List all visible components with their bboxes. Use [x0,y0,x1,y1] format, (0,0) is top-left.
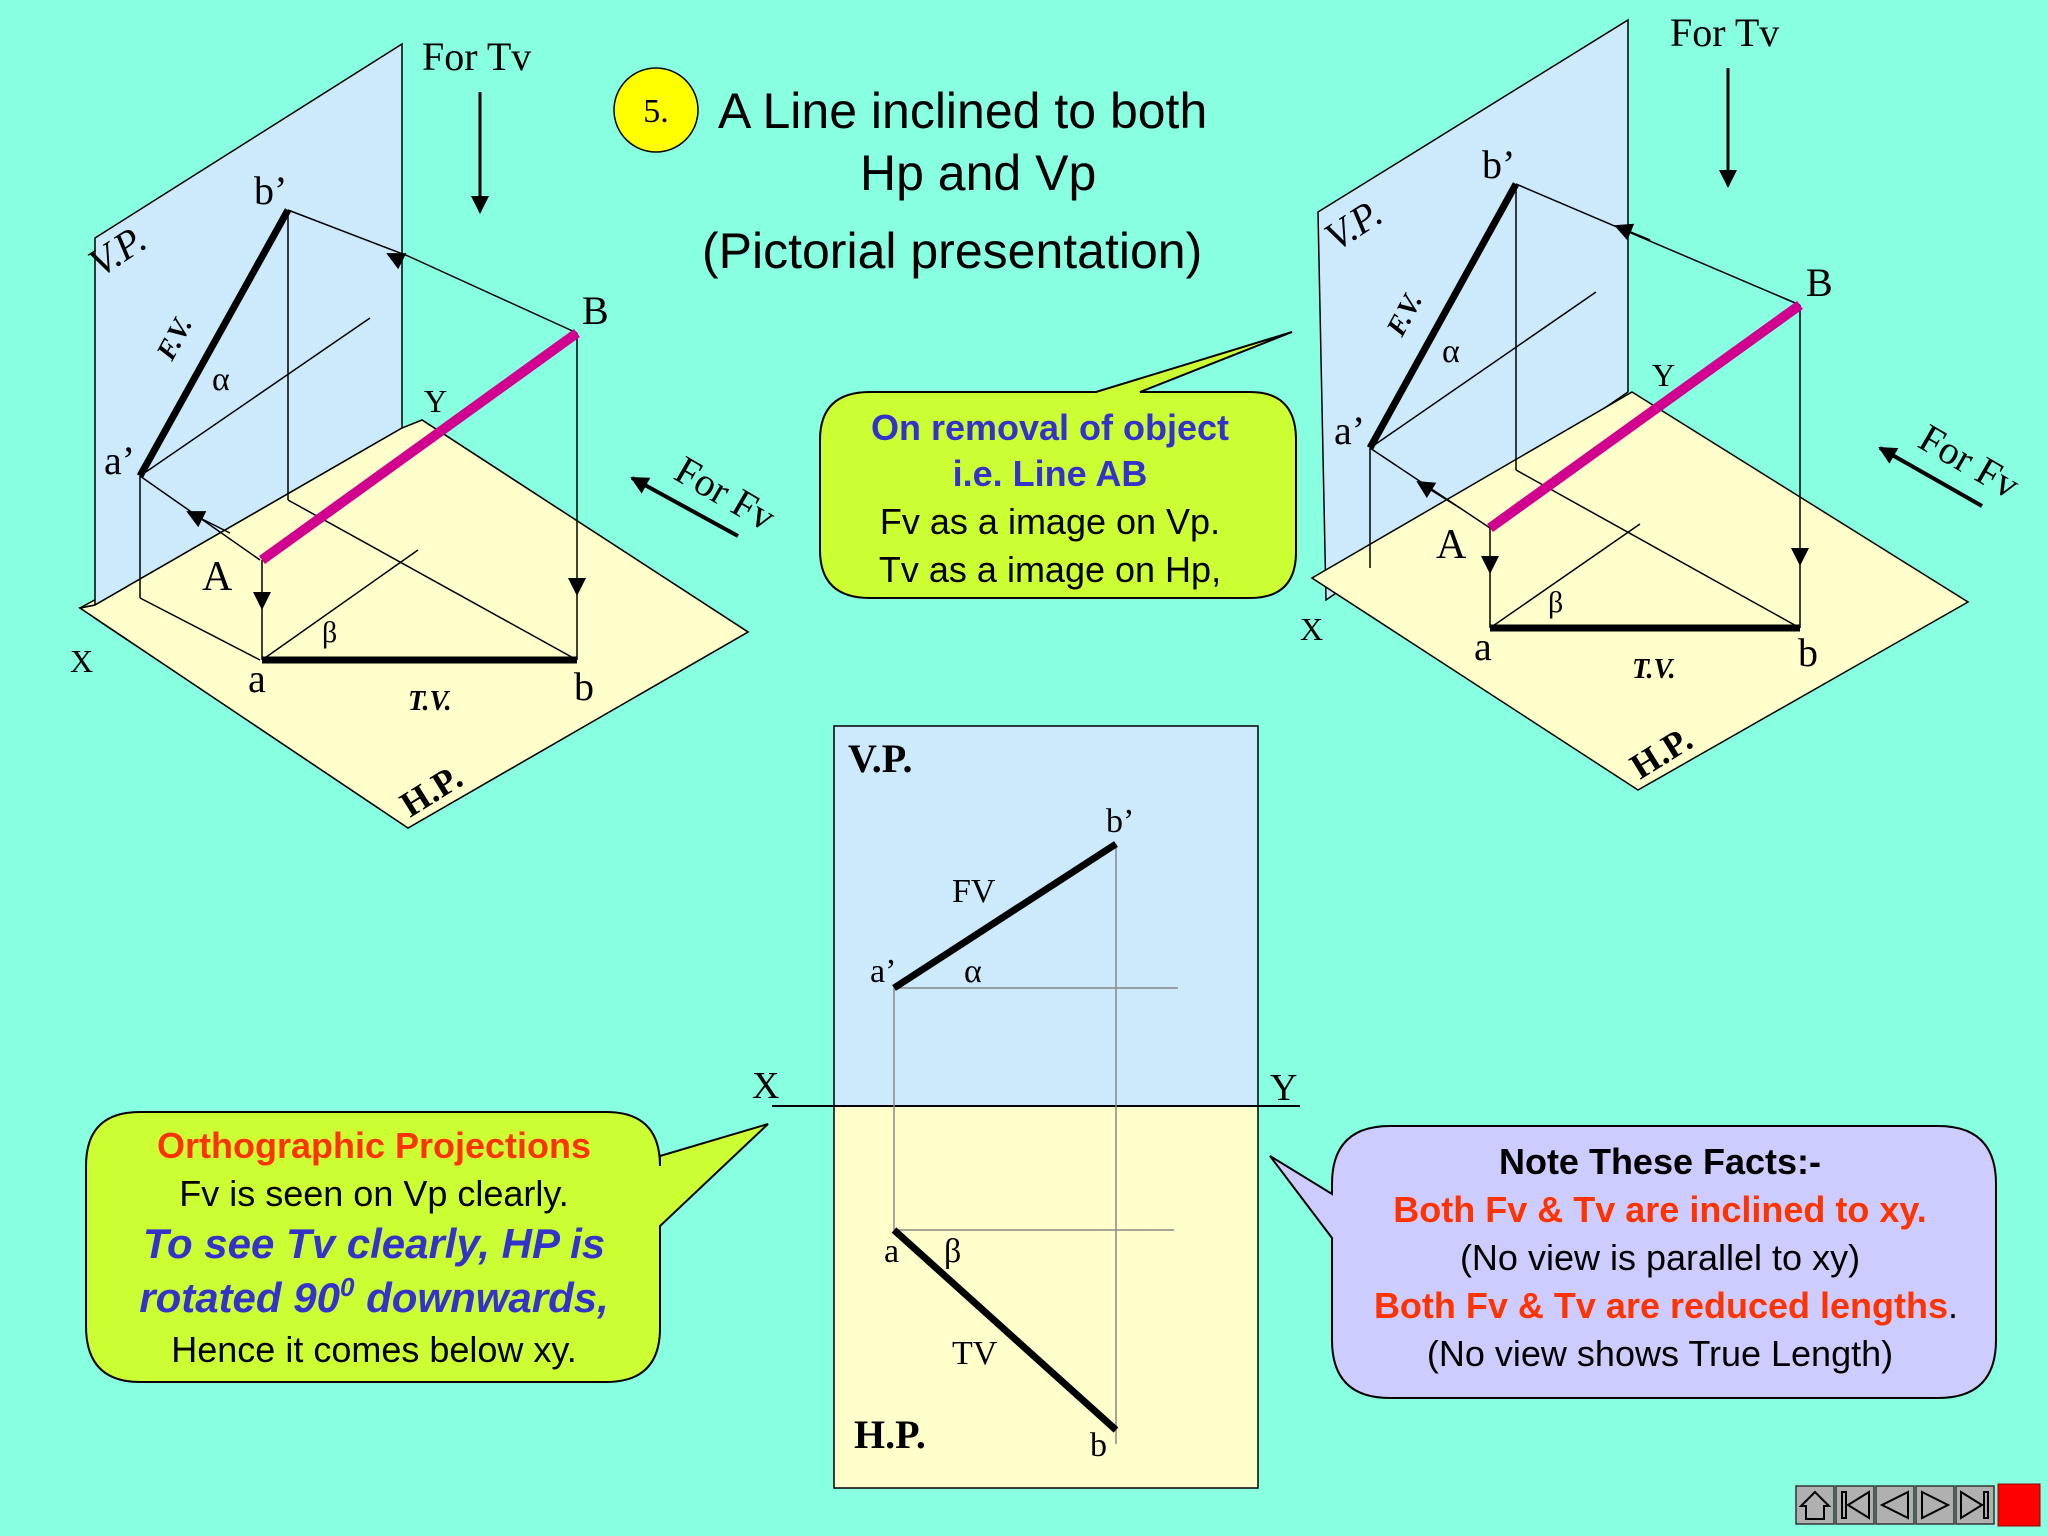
nav-last-slide-button[interactable] [1955,1485,1995,1525]
title-line-2: Hp and Vp [860,145,1096,201]
number-badge-text: 5. [643,93,669,130]
right-for-fv-label: For Fv [1912,415,2028,508]
callout-facts-line-4: (No view shows True Length) [1427,1333,1893,1374]
ortho-alpha-label: α [964,953,982,990]
left-A-label: A [202,554,233,600]
left-for-tv-label: For Tv [422,34,531,79]
ortho-hp-label: H.P. [854,1412,926,1457]
stop-icon [1997,1483,2041,1527]
ortho-a-label: a [884,1233,899,1270]
slide-title: 5. A Line inclined to both Hp and Vp (Pi… [613,67,1207,279]
callout-removal-line-2: i.e. Line AB [953,453,1148,494]
left-B-label: B [582,288,609,333]
left-x-label: X [70,643,93,679]
callout-removal-line-3: Fv as a image on Vp. [880,501,1220,542]
previous-slide-icon [1879,1490,1909,1520]
nav-stop-button[interactable] [1997,1483,2041,1527]
callout-removal-shape [819,331,1297,599]
ortho-tv-label: TV [952,1335,998,1372]
ortho-x-label: X [752,1065,779,1107]
nav-first-slide-button[interactable] [1835,1485,1875,1525]
slide-navigation [1795,1483,2041,1527]
ortho-front-view-line [892,841,1118,991]
left-tv-label: T.V. [408,686,452,717]
ortho-vp-area [833,725,1259,1107]
right-hp-plane [1310,391,1970,791]
right-for-tv-label: For Tv [1670,10,1779,55]
callout-facts-shape [1269,1125,1997,1399]
left-a-dash-label: a’ [104,438,135,483]
right-tv-label: T.V. [1632,654,1676,685]
ortho-top-view-line [891,1227,1119,1433]
ortho-hp-area [833,1105,1259,1489]
left-for-fv-label: For Fv [668,447,784,540]
callout-orthographic: Orthographic Projections Fv is seen on V… [85,1111,769,1383]
left-beta-label: β [322,616,337,649]
callout-facts-line-2: (No view is parallel to xy) [1460,1237,1860,1278]
ortho-vp-label: V.P. [848,736,913,781]
callout-facts-line-1: Both Fv & Tv are inclined to xy. [1393,1189,1926,1230]
callout-ortho-line-3: rotated 900 downwards, [139,1272,609,1321]
home-icon [1798,1490,1832,1520]
nav-previous-slide-button[interactable] [1875,1485,1915,1525]
left-pictorial-diagram: For Tv For Fv V.P. H.P. F.V. T.V. α β b’… [70,34,784,829]
orthographic-diagram: V.P. H.P. X Y b’ a’ FV α a β TV b [752,725,1300,1489]
left-b-dash-label: b’ [254,168,287,213]
right-pictorial-diagram: For Tv For Fv V.P. H.P. F.V. T.V. α β b’… [1300,10,2028,791]
number-badge [613,67,699,153]
ortho-beta-label: β [944,1233,961,1270]
right-beta-label: β [1548,586,1563,619]
right-B-label: B [1806,260,1833,305]
left-front-view-line [136,208,292,478]
title-line-3: (Pictorial presentation) [702,223,1202,279]
callout-removal: On removal of object i.e. Line AB Fv as … [819,331,1297,599]
callout-facts: Note These Facts:- Both Fv & Tv are incl… [1269,1125,1997,1399]
right-x-label: X [1300,611,1323,647]
last-slide-icon [1960,1490,1989,1520]
left-b-label: b [574,664,594,709]
nav-next-slide-button[interactable] [1915,1485,1955,1525]
callout-orthographic-shape [85,1111,769,1383]
left-alpha-label: α [212,361,230,398]
right-line-ab [1487,300,1803,533]
ortho-b-dash-label: b’ [1106,803,1134,840]
ortho-fv-label: FV [952,873,996,910]
left-line-ab [259,328,580,565]
right-a-label: a [1474,624,1492,669]
title-line-1: A Line inclined to both [718,83,1207,139]
callout-removal-line-1: On removal of object [871,407,1229,448]
right-alpha-label: α [1442,333,1460,370]
next-slide-icon [1921,1490,1951,1520]
right-a-dash-label: a’ [1334,408,1365,453]
left-a-label: a [248,656,266,701]
left-y-label: Y [424,383,447,419]
callout-ortho-line-4: Hence it comes below xy. [171,1329,577,1370]
right-b-label: b [1798,630,1818,675]
right-A-label: A [1436,522,1467,568]
callout-ortho-line-1: Fv is seen on Vp clearly. [179,1173,569,1214]
right-b-dash-label: b’ [1482,142,1515,187]
ortho-b-label: b [1090,1427,1107,1464]
right-front-view-line [1366,182,1520,450]
callout-ortho-heading: Orthographic Projections [157,1125,591,1166]
callout-facts-line-3: Both Fv & Tv are reduced lengths. [1374,1285,1958,1326]
nav-home-button[interactable] [1795,1485,1835,1525]
ortho-a-dash-label: a’ [870,953,896,990]
callout-removal-line-4: Tv as a image on Hp, [879,549,1221,590]
right-vp-plane [1317,18,1629,602]
callout-facts-heading: Note These Facts:- [1499,1141,1821,1182]
ortho-y-label: Y [1270,1067,1297,1109]
first-slide-icon [1841,1490,1870,1520]
callout-ortho-line-2: To see Tv clearly, HP is [143,1220,605,1267]
right-y-label: Y [1652,357,1675,393]
